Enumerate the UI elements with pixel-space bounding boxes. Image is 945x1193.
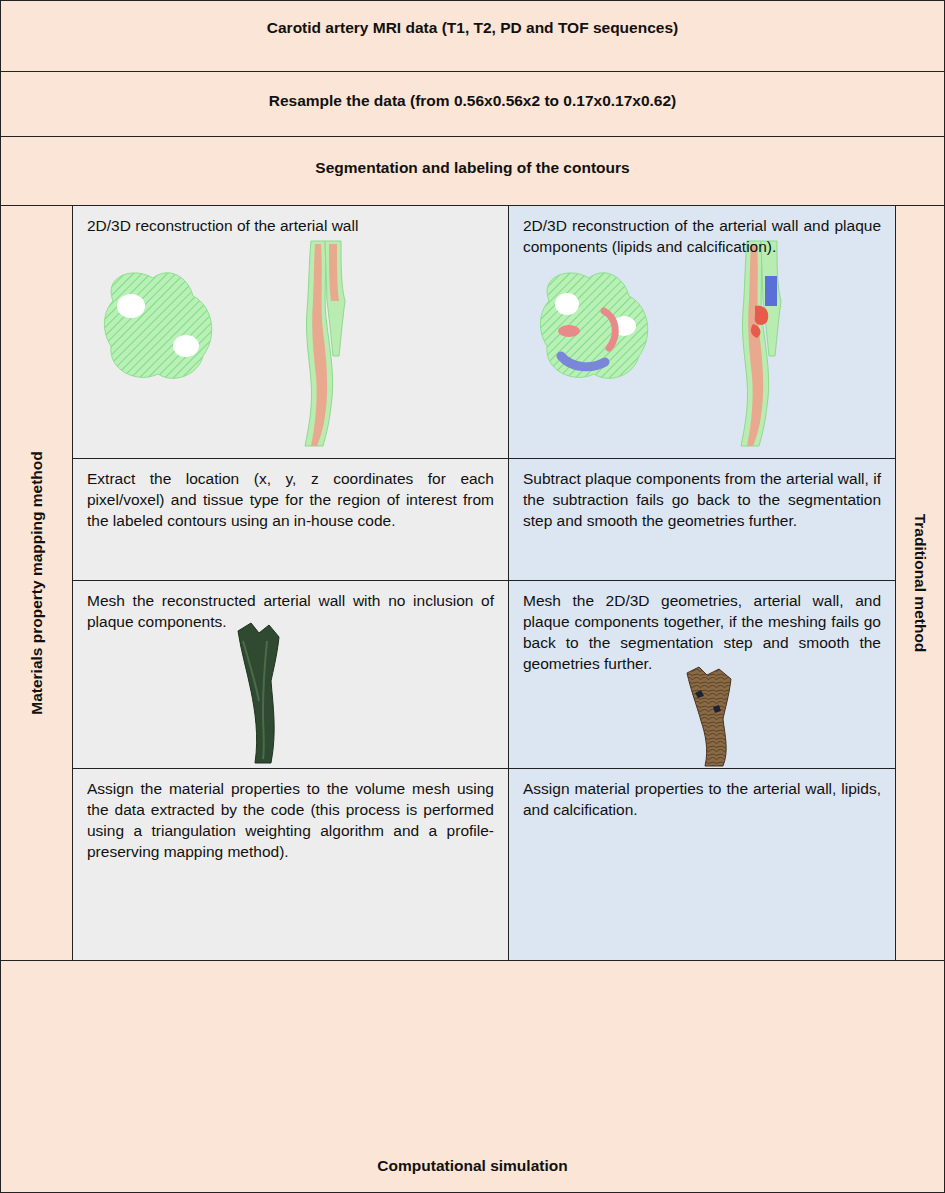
wall-mesh-figure bbox=[73, 581, 509, 769]
step-box: Extract the location (x, y, z coordinate… bbox=[72, 458, 509, 581]
band-text: Resample the data (from 0.56x0.56x2 to 0… bbox=[1, 92, 944, 110]
step-text: Mesh the reconstructed arterial wall wit… bbox=[87, 590, 494, 632]
step-box: Assign material properties to the arteri… bbox=[508, 768, 896, 961]
step-text: Subtract plaque components from the arte… bbox=[523, 468, 881, 531]
band-text: Traditional method bbox=[911, 514, 929, 653]
process-band: Resample the data (from 0.56x0.56x2 to 0… bbox=[0, 71, 945, 137]
process-band: Computational simulation bbox=[0, 960, 945, 1193]
step-box: Assign the material properties to the vo… bbox=[72, 768, 509, 961]
plaque-mesh-figure bbox=[509, 581, 896, 769]
band-text: Carotid artery MRI data (T1, T2, PD and … bbox=[1, 19, 944, 37]
process-band: Segmentation and labeling of the contour… bbox=[0, 136, 945, 206]
step-box: 2D/3D reconstruction of the arterial wal… bbox=[72, 205, 509, 459]
step-box: Mesh the 2D/3D geometries, arterial wall… bbox=[508, 580, 896, 769]
process-band: Carotid artery MRI data (T1, T2, PD and … bbox=[0, 0, 945, 72]
step-text: 2D/3D reconstruction of the arterial wal… bbox=[523, 215, 881, 257]
step-text: Assign material properties to the arteri… bbox=[523, 778, 881, 820]
step-text: 2D/3D reconstruction of the arterial wal… bbox=[87, 215, 494, 236]
method-label-band: Traditional method bbox=[895, 205, 945, 961]
step-text: Mesh the 2D/3D geometries, arterial wall… bbox=[523, 590, 881, 674]
band-text: Materials property mapping method bbox=[28, 451, 46, 715]
wall-reconstruction-figure bbox=[73, 206, 509, 459]
band-text: Computational simulation bbox=[1, 1157, 944, 1175]
band-text: Segmentation and labeling of the contour… bbox=[1, 159, 944, 177]
step-box: Mesh the reconstructed arterial wall wit… bbox=[72, 580, 509, 769]
step-text: Assign the material properties to the vo… bbox=[87, 778, 494, 862]
method-label-band: Materials property mapping method bbox=[0, 205, 73, 961]
step-text: Extract the location (x, y, z coordinate… bbox=[87, 468, 494, 531]
step-box: Subtract plaque components from the arte… bbox=[508, 458, 896, 581]
step-box: 2D/3D reconstruction of the arterial wal… bbox=[508, 205, 896, 459]
